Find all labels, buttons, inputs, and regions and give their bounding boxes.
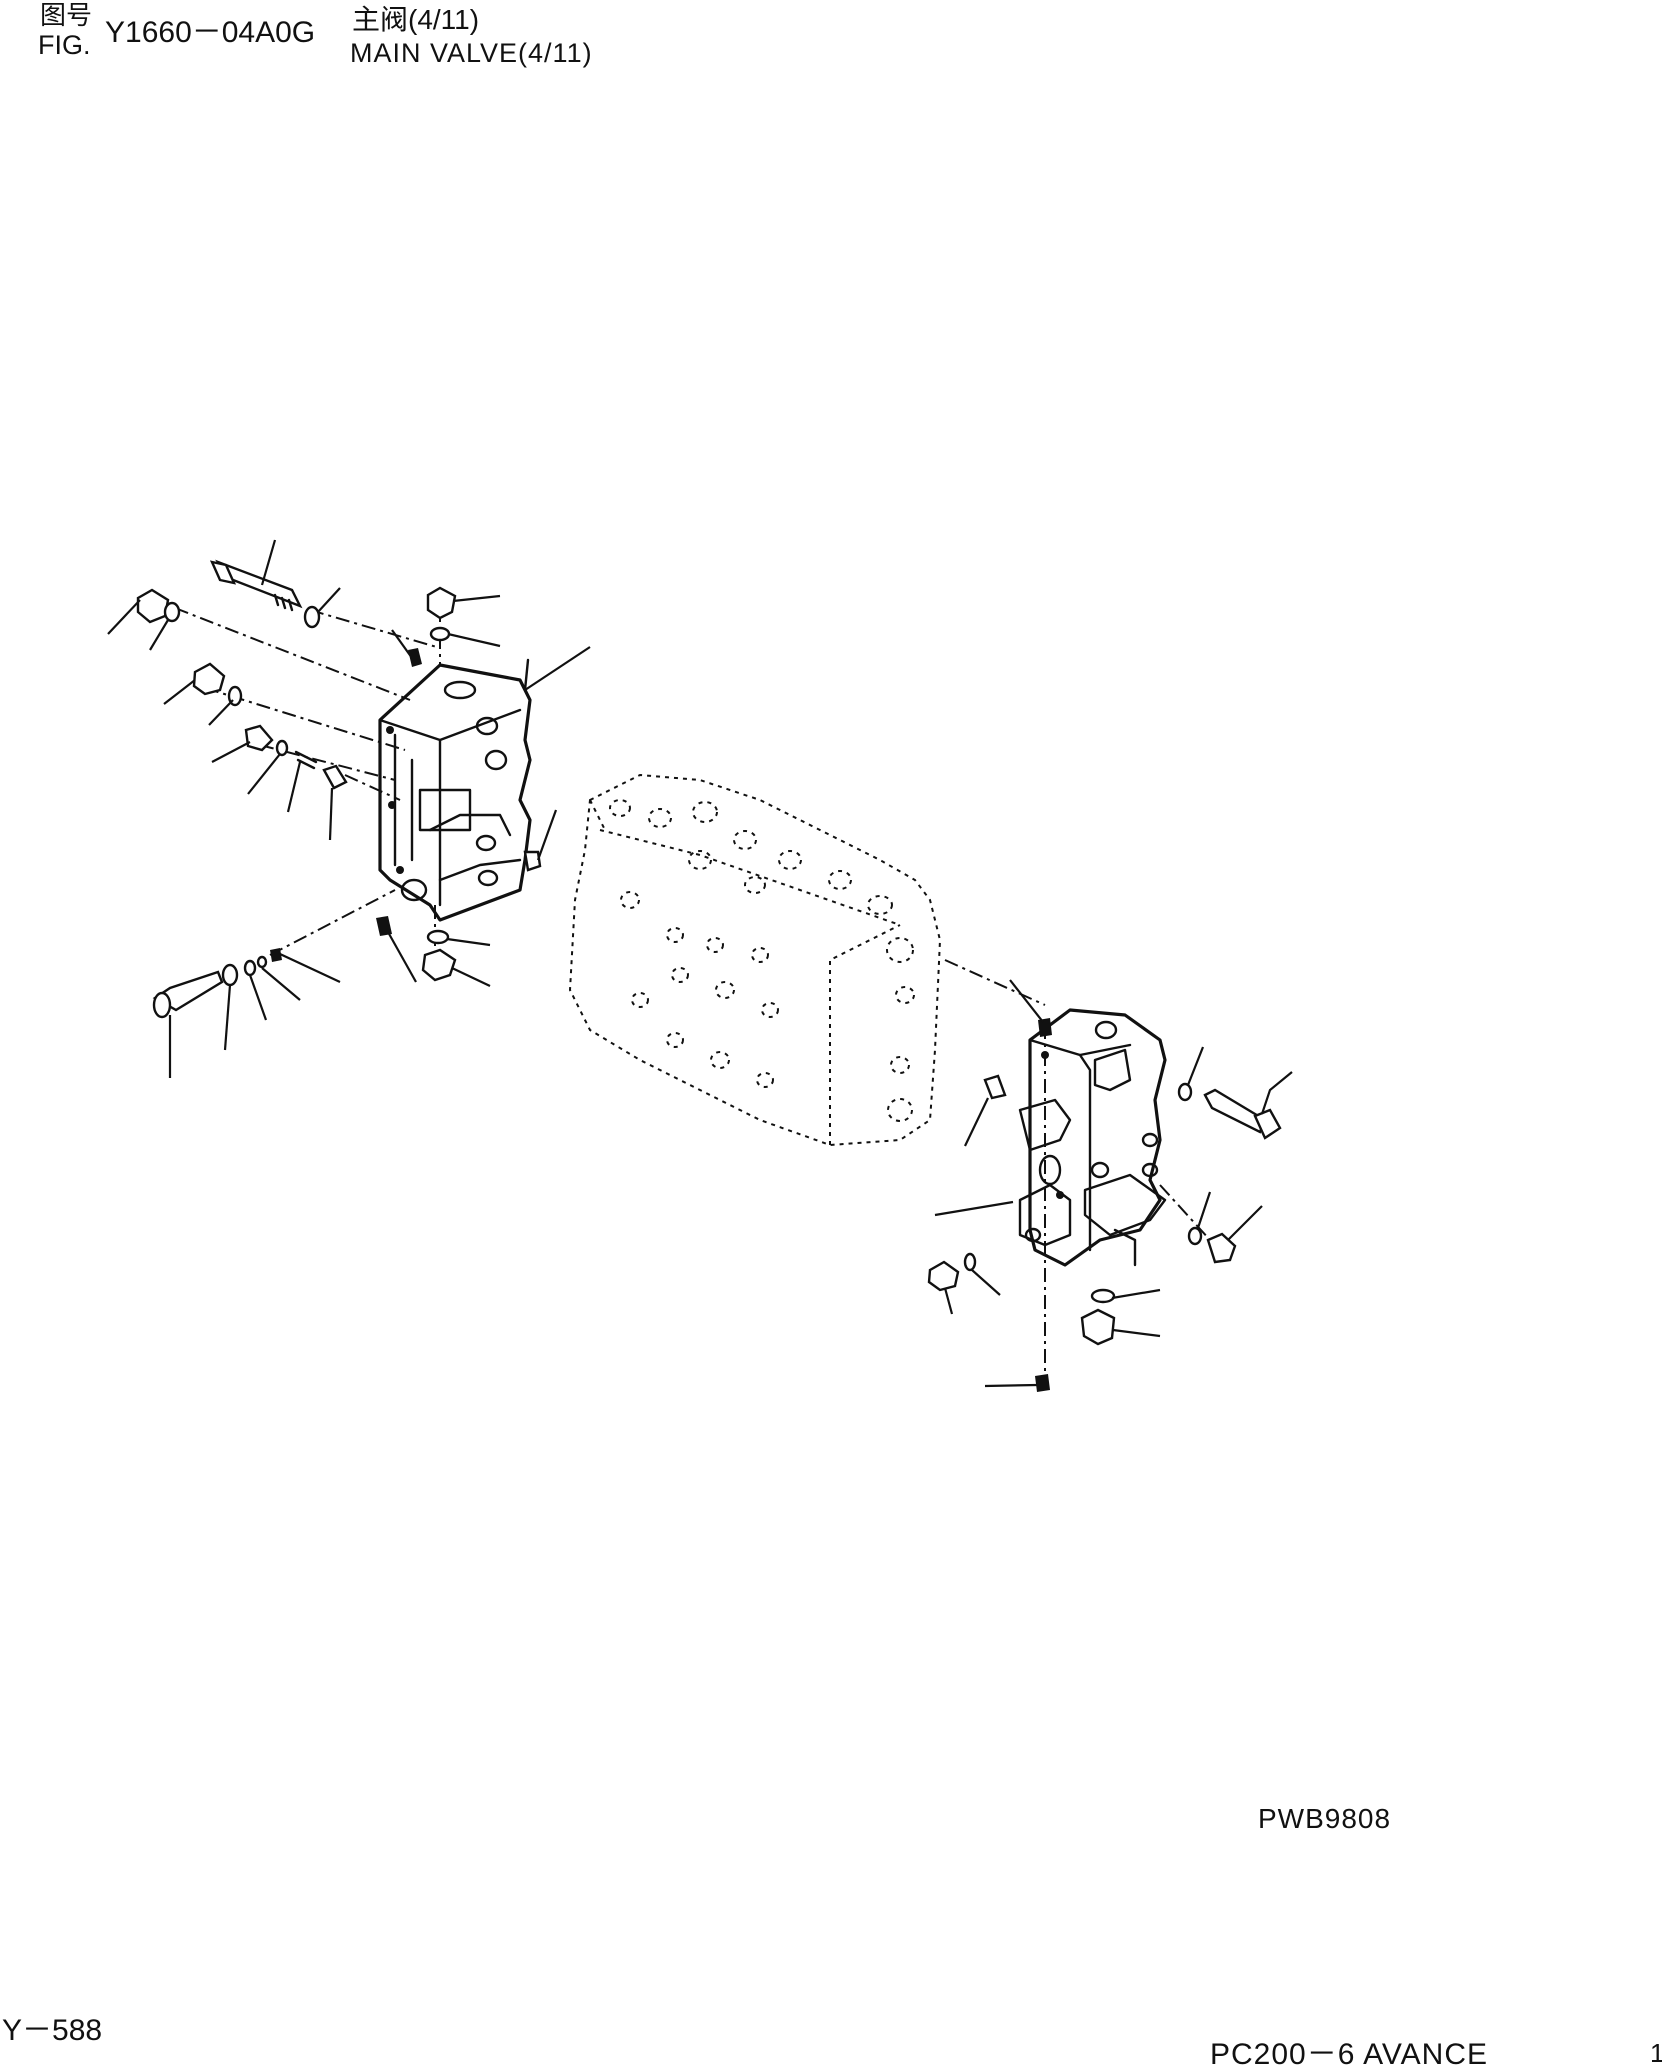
leader-lines [107, 539, 1293, 1388]
assembly-centerlines [174, 607, 1211, 1385]
valve-body-ports [609, 799, 915, 1122]
fig-label-cn: 图号 [40, 0, 93, 30]
model-name: PC200－6 AVANCE [1210, 2038, 1489, 2071]
fig-number: Y1660－04A0G [105, 16, 316, 49]
main-valve-body-dotted [568, 773, 942, 1147]
fig-label-en: FIG. [38, 30, 91, 60]
left-fasteners [136, 559, 542, 1019]
corner-mark: 1 [1650, 2038, 1662, 2068]
left-valve-section [378, 658, 532, 922]
right-fasteners [927, 1018, 1282, 1392]
right-valve-section [1018, 1008, 1167, 1267]
page-title-en: MAIN VALVE(4/11) [350, 38, 593, 68]
page-title-cn: 主阀(4/11) [352, 4, 480, 35]
page-number: Y－588 [2, 2014, 103, 2047]
drawing-code: PWB9808 [1258, 1803, 1392, 1834]
